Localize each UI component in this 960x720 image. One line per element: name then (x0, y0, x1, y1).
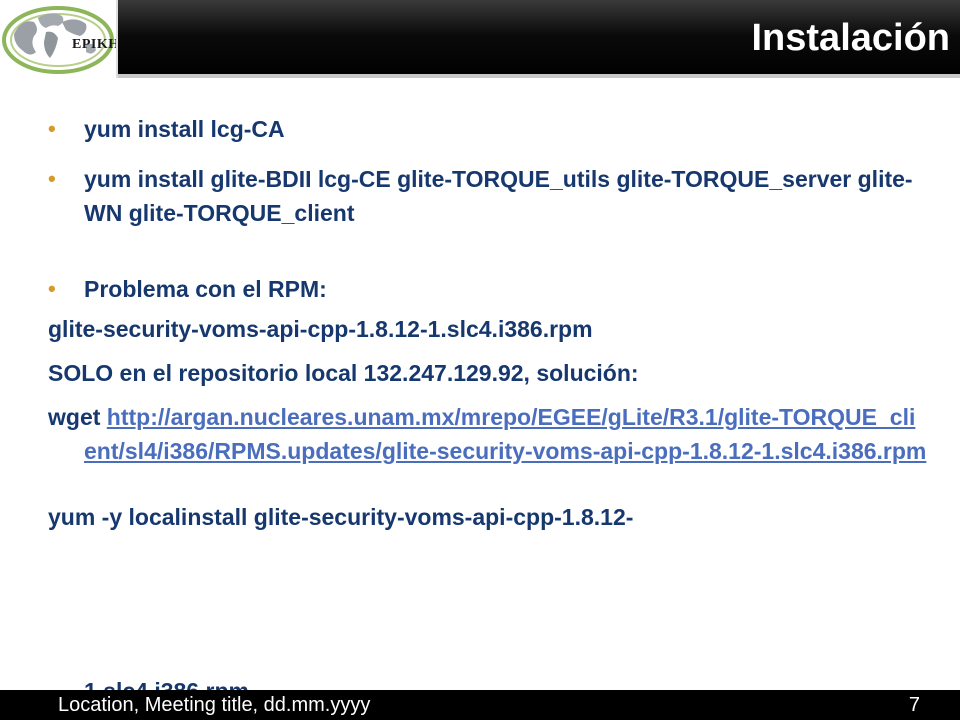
rpm-download-link[interactable]: http://argan.nucleares.unam.mx/mrepo/EGE… (84, 404, 927, 464)
rpm-name-line: glite-security-voms-api-cpp-1.8.12-1.slc… (48, 316, 593, 342)
globe-map-icon (2, 6, 114, 74)
epikh-logo: EPIKH (0, 0, 118, 78)
bullet-item: • Problema con el RPM: (48, 272, 928, 306)
solo-note-line: SOLO en el repositorio local 132.247.129… (48, 360, 639, 386)
slide-header: EPIKH Instalación (0, 0, 960, 78)
slide-number: 7 (908, 694, 920, 716)
spacer (48, 478, 928, 500)
localinstall-line: yum -y localinstall glite-security-voms-… (48, 504, 634, 530)
bullet-item: • yum install glite-BDII lcg-CE glite-TO… (48, 162, 928, 230)
header-rule (118, 74, 960, 78)
bullet-text: Problema con el RPM: (84, 276, 327, 302)
bullet-icon: • (48, 116, 56, 141)
slide-title: Instalación (751, 17, 951, 59)
spacer (48, 246, 928, 272)
wget-line: wget http://argan.nucleares.unam.mx/mrep… (48, 400, 928, 468)
slide-footer: Location, Meeting title, dd.mm.yyyy 7 (0, 690, 960, 720)
bullet-icon: • (48, 276, 56, 301)
bullet-text: yum install glite-BDII lcg-CE glite-TORQ… (84, 166, 913, 226)
logo-text: EPIKH (72, 37, 118, 52)
footer-meeting-info: Location, Meeting title, dd.mm.yyyy (58, 694, 371, 716)
wget-command: wget (48, 404, 101, 430)
bullet-icon: • (48, 166, 56, 191)
bullet-text: yum install lcg-CA (84, 116, 285, 142)
bullet-item: • yum install lcg-CA (48, 112, 928, 146)
slide-body: • yum install lcg-CA • yum install glite… (48, 112, 928, 544)
